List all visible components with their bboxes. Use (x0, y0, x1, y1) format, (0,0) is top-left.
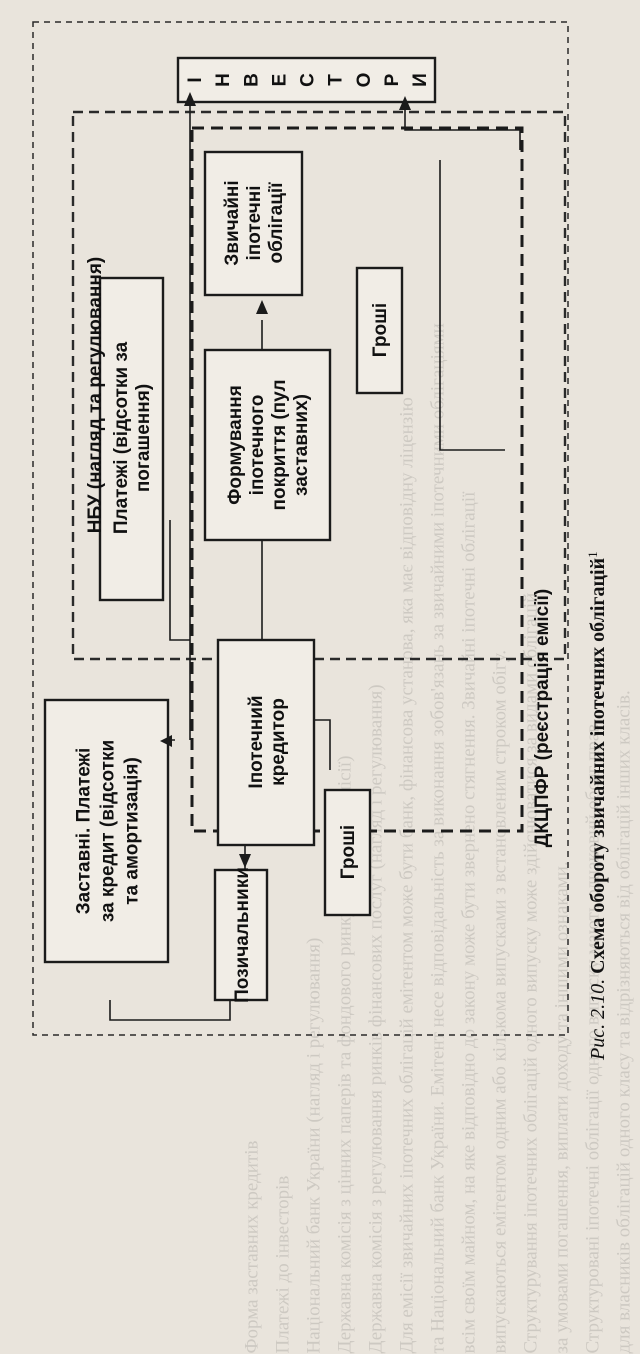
money-bottom-label-line: Гроші (338, 825, 359, 879)
figure-caption: Рис. 2.10. Схема обороту звичайних іпоте… (585, 551, 610, 1061)
investors-letter: С (298, 73, 319, 87)
pool-label-line: покриття (пул (269, 379, 290, 510)
payments-label-line: погашення) (133, 384, 154, 492)
creditor-label-line: Іпотечний (246, 695, 267, 788)
nbu-frame-label-line: НБУ (нагляд та регулювання) (85, 257, 106, 534)
investors-letter: Е (269, 74, 290, 87)
connections (110, 100, 520, 1020)
dkcpfr-frame-label: ДКЦПФР (реєстрація емісії) (532, 589, 553, 847)
pool-label: Формуванняіпотечногопокриття (пулзаставн… (225, 379, 312, 510)
investors-letter: О (354, 73, 375, 88)
money-top-label: Гроші (370, 303, 391, 357)
arrow-bonds (256, 300, 268, 314)
pool-label-line: заставних) (291, 394, 312, 496)
mortgage-bond-circulation-diagram: Звичайнііпотечніоблігації Формуванняіпот… (0, 0, 640, 1072)
pool-label-line: іпотечного (247, 395, 268, 496)
money-top-label-line: Гроші (370, 303, 391, 357)
payments-label-line: Платежі (відсотки за (111, 341, 132, 534)
collateral-label-line: за кредит (відсотки (98, 740, 119, 922)
collateral-label-line: та амортизація) (122, 757, 143, 905)
pool-label-line: Формування (225, 385, 246, 505)
investors-letter: Т (326, 74, 347, 86)
bonds-label-line: Звичайні (222, 180, 243, 265)
arrow-borrowers (239, 854, 251, 868)
line-creditor-nbu (170, 520, 190, 640)
caption-prefix: Рис. 2.10. (587, 974, 609, 1061)
investors-letter: Н (213, 73, 234, 87)
investors-letter: И (410, 73, 431, 87)
bonds-label-line: іпотечні (244, 185, 265, 260)
money-bottom-label: Гроші (338, 825, 359, 879)
investors-letter: В (241, 73, 262, 87)
investors-letter: Р (382, 73, 403, 86)
caption-superscript: 1 (585, 551, 600, 558)
line-investors-right (405, 100, 520, 150)
creditor-label: Іпотечнийкредитор (246, 695, 289, 788)
borrowers-label: Позичальники (232, 867, 253, 1003)
collateral-label-line: Заставні. Платежі (74, 748, 95, 915)
bonds-label-line: облігації (266, 182, 287, 264)
caption-text: Схема обороту звичайних іпотечних обліга… (587, 558, 609, 974)
creditor-label-line: кредитор (268, 698, 289, 786)
dkcpfr-frame-label-line: ДКЦПФР (реєстрація емісії) (532, 589, 553, 847)
line-money-pool (440, 160, 505, 450)
nbu-frame-label: НБУ (нагляд та регулювання) (85, 257, 106, 534)
borrowers-label-line: Позичальники (232, 867, 253, 1003)
line-borrowers-bottom (110, 1000, 230, 1020)
bonds-label: Звичайнііпотечніоблігації (222, 180, 287, 265)
investors-letter: І (185, 77, 206, 82)
